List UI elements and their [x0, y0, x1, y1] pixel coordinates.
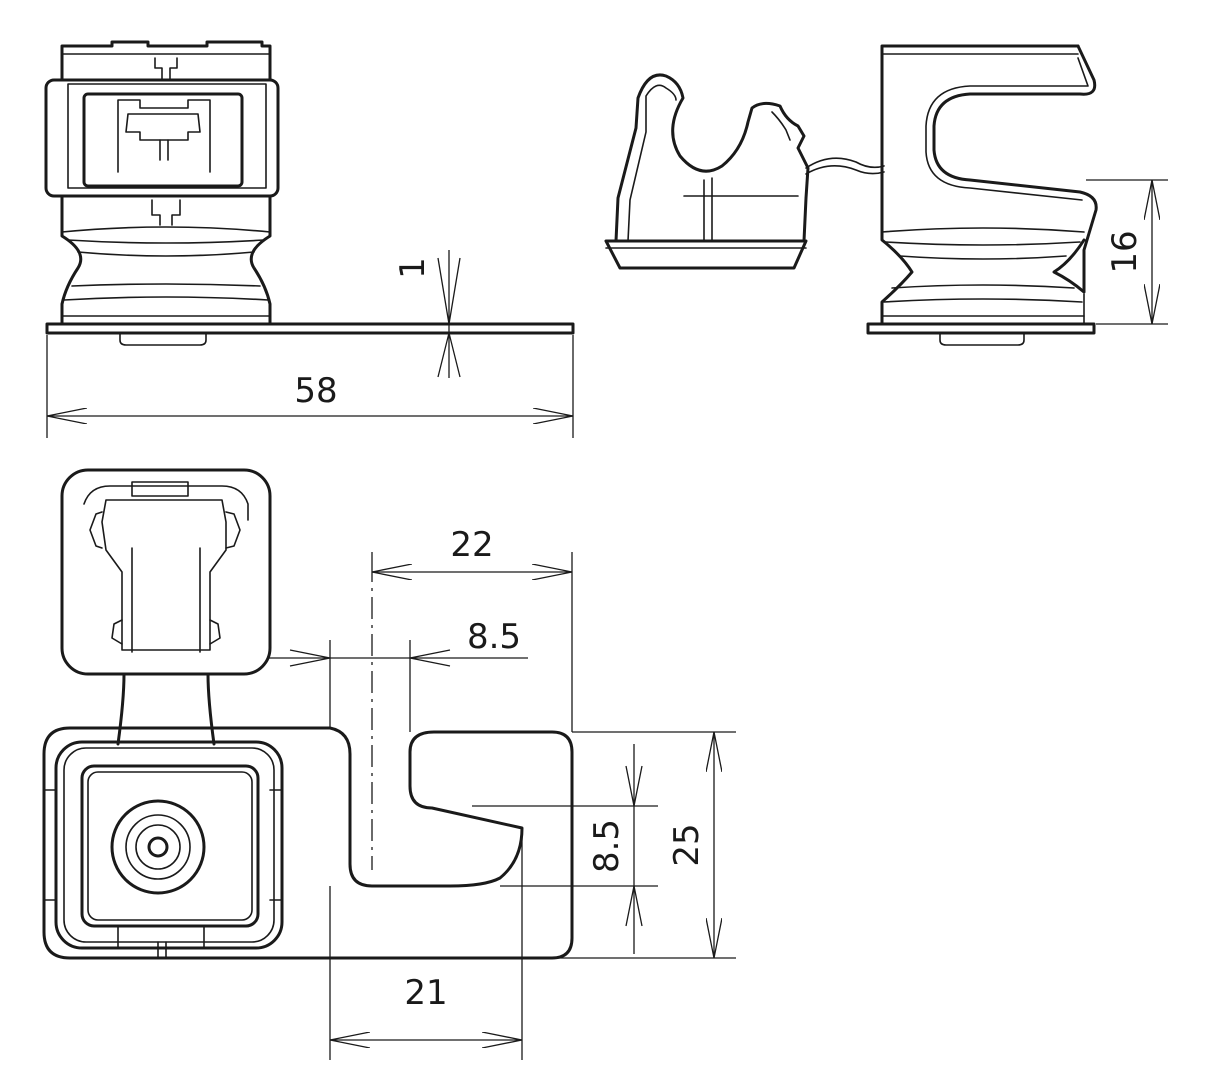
dim-label-16: 16 — [1105, 230, 1145, 273]
dim-label-8-5-arm: 8.5 — [467, 617, 521, 657]
profile-view — [604, 73, 885, 270]
dim-label-1: 1 — [393, 257, 433, 279]
dim-label-21: 21 — [404, 973, 447, 1013]
dim-label-25: 25 — [667, 823, 707, 866]
dim-58: 58 — [46, 335, 574, 438]
dim-21: 21 — [329, 828, 523, 1060]
dim-22: 22 — [371, 525, 573, 732]
dim-8-5-slot: 8.5 — [472, 744, 658, 954]
dim-1: 1 — [393, 250, 461, 378]
top-view — [42, 468, 574, 960]
front-view — [44, 40, 575, 346]
dim-label-8-5-slot: 8.5 — [587, 819, 627, 873]
side-view — [866, 44, 1098, 346]
dim-16: 16 — [1086, 179, 1168, 325]
dim-8-5-arm: 8.5 — [268, 617, 528, 732]
dim-label-58: 58 — [294, 371, 337, 411]
dim-label-22: 22 — [450, 525, 493, 565]
dim-25: 25 — [552, 731, 736, 959]
